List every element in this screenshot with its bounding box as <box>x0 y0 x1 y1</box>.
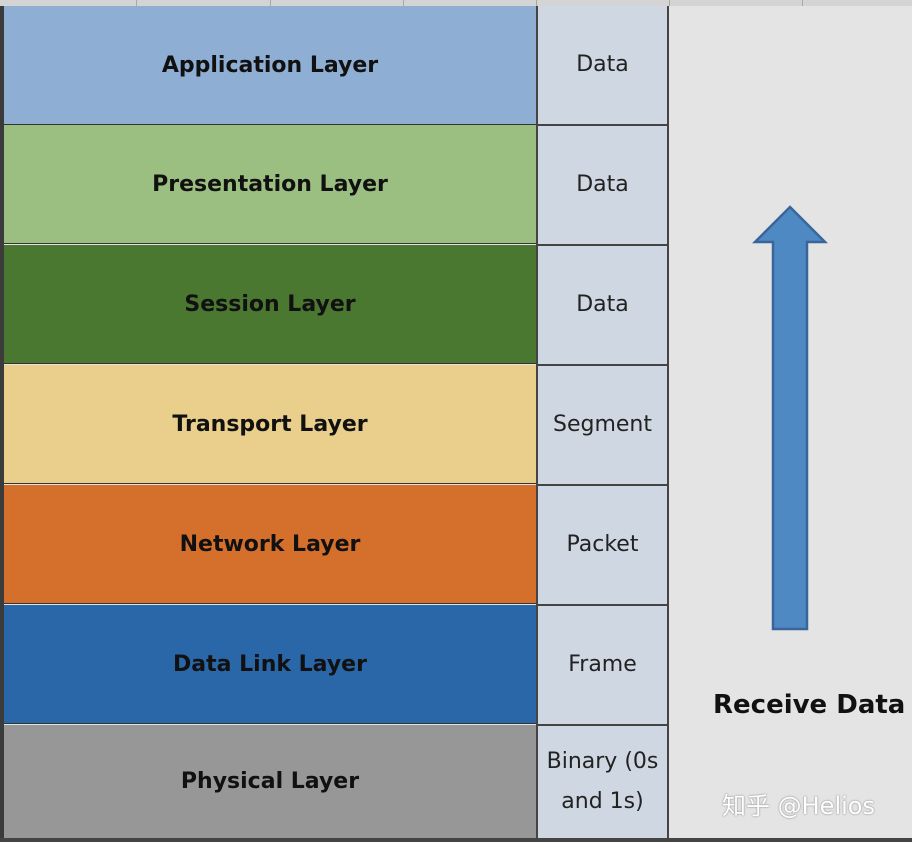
layer-label: Presentation Layer <box>152 171 388 197</box>
layer-transport: Transport Layer <box>4 365 536 484</box>
pdu-label: Packet <box>566 532 639 557</box>
pdu-label: Segment <box>553 412 652 437</box>
layer-label: Data Link Layer <box>173 651 367 677</box>
direction-label: Receive Data <box>713 690 906 720</box>
pdu-label: Data <box>576 52 629 77</box>
pdu-label: Data <box>576 292 629 317</box>
bottom-border <box>0 838 912 842</box>
left-border <box>0 6 4 842</box>
layer-label: Transport Layer <box>172 411 368 437</box>
pdu-presentation: Data <box>536 126 669 246</box>
layer-network: Network Layer <box>4 485 536 604</box>
layer-data-link: Data Link Layer <box>4 605 536 724</box>
watermark: 知乎 @Helios <box>722 792 875 820</box>
pdu-application: Data <box>536 6 669 126</box>
layer-physical: Physical Layer <box>4 725 536 838</box>
pdu-label: Data <box>576 172 629 197</box>
pdu-physical: Binary (0s and 1s) <box>536 726 669 838</box>
arrow-shape <box>752 205 828 631</box>
layer-presentation: Presentation Layer <box>4 125 536 244</box>
pdu-data-link: Frame <box>536 606 669 726</box>
pdu-label: Frame <box>568 652 637 677</box>
layer-session: Session Layer <box>4 245 536 364</box>
pdu-network: Packet <box>536 486 669 606</box>
pdu-label: Binary (0s and 1s) <box>546 749 659 814</box>
layer-label: Application Layer <box>161 52 379 78</box>
layer-label: Physical Layer <box>180 769 360 794</box>
layer-label: Network Layer <box>179 531 361 557</box>
layer-application: Application Layer <box>4 6 536 125</box>
pdu-session: Data <box>536 246 669 366</box>
layer-label: Session Layer <box>184 291 356 317</box>
arrow-up-icon <box>752 205 828 631</box>
pdu-transport: Segment <box>536 366 669 486</box>
